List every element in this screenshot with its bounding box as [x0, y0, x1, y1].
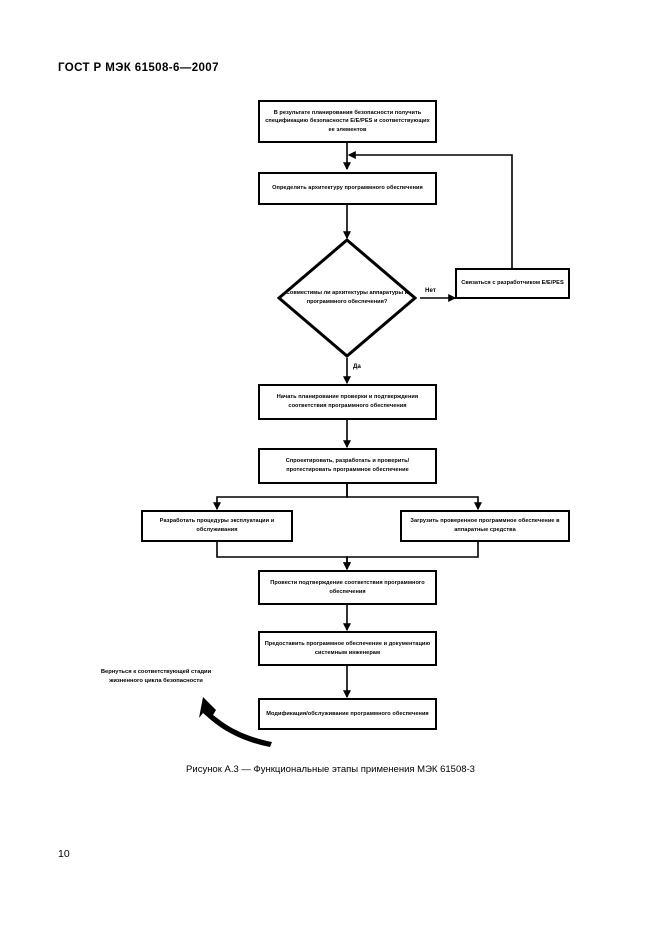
flow-node-perform-software-validation[interactable]: Провести подтверждение соответствия прог…	[258, 570, 437, 605]
flow-node-text: Разработать процедуры эксплуатации и обс…	[159, 518, 275, 533]
flow-node-text: Совместимы ли архитектуры аппаратуры и п…	[285, 290, 409, 305]
flow-node-software-modification-maintenance[interactable]: Модификация/обслуживание программного об…	[258, 698, 437, 730]
document-standard-header: ГОСТ Р МЭК 61508-6—2007	[58, 62, 219, 74]
flow-node-text: Связаться с разработчиком E/E/PES	[461, 280, 564, 287]
figure-caption: Рисунок А.3 — Функциональные этапы приме…	[186, 764, 475, 775]
edge-label-yes: Да	[352, 363, 362, 370]
flow-node-text: В результате планирования безопасности п…	[265, 109, 430, 133]
connector-merge-left	[216, 542, 351, 571]
diamond-shape	[277, 238, 417, 358]
flow-node-text: Определить архитектуру программного обес…	[272, 185, 423, 192]
flow-node-develop-operation-maintenance-procedures[interactable]: Разработать процедуры эксплуатации и обс…	[141, 510, 293, 542]
flow-node-hand-over-to-system-engineers[interactable]: Предоставить программное обеспечение и д…	[258, 631, 437, 666]
flow-node-define-software-architecture[interactable]: Определить архитектуру программного обес…	[258, 172, 437, 205]
flow-node-start-vv-planning[interactable]: Начать планирование проверки и подтвержд…	[258, 384, 437, 420]
connector-merge-right	[343, 542, 479, 571]
flow-node-design-develop-test[interactable]: Спроектировать, разработать и проверить/…	[258, 448, 437, 484]
edge-label-no: Нет	[424, 287, 437, 294]
flow-node-text: Предоставить программное обеспечение и д…	[264, 640, 431, 656]
flow-node-contact-eepes-developer[interactable]: Связаться с разработчиком E/E/PES	[455, 268, 570, 299]
flow-node-text: Модификация/обслуживание программного об…	[266, 710, 429, 717]
return-arrow-icon	[199, 697, 272, 747]
annotation-return-to-lifecycle-phase: Вернуться к соответствующей стадии жизне…	[100, 669, 212, 685]
connector-n3-feedback	[347, 151, 513, 268]
flow-node-text: Загрузить проверенное программное обеспе…	[410, 518, 560, 533]
page-number: 10	[58, 848, 70, 860]
flow-node-text: Провести подтверждение соответствия прог…	[270, 579, 425, 595]
flow-node-spec-from-safety-planning[interactable]: В результате планирования безопасности п…	[258, 100, 437, 143]
flow-node-text: Спроектировать, разработать и проверить/…	[285, 458, 410, 473]
flow-node-text: Начать планирование проверки и подтвержд…	[276, 394, 419, 409]
connector-split-left	[213, 484, 348, 511]
connector-split-right	[346, 484, 482, 511]
flow-decision-architecture-compatible[interactable]: Совместимы ли архитектуры аппаратуры и п…	[277, 238, 417, 358]
flow-node-load-verified-software[interactable]: Загрузить проверенное программное обеспе…	[400, 510, 570, 542]
